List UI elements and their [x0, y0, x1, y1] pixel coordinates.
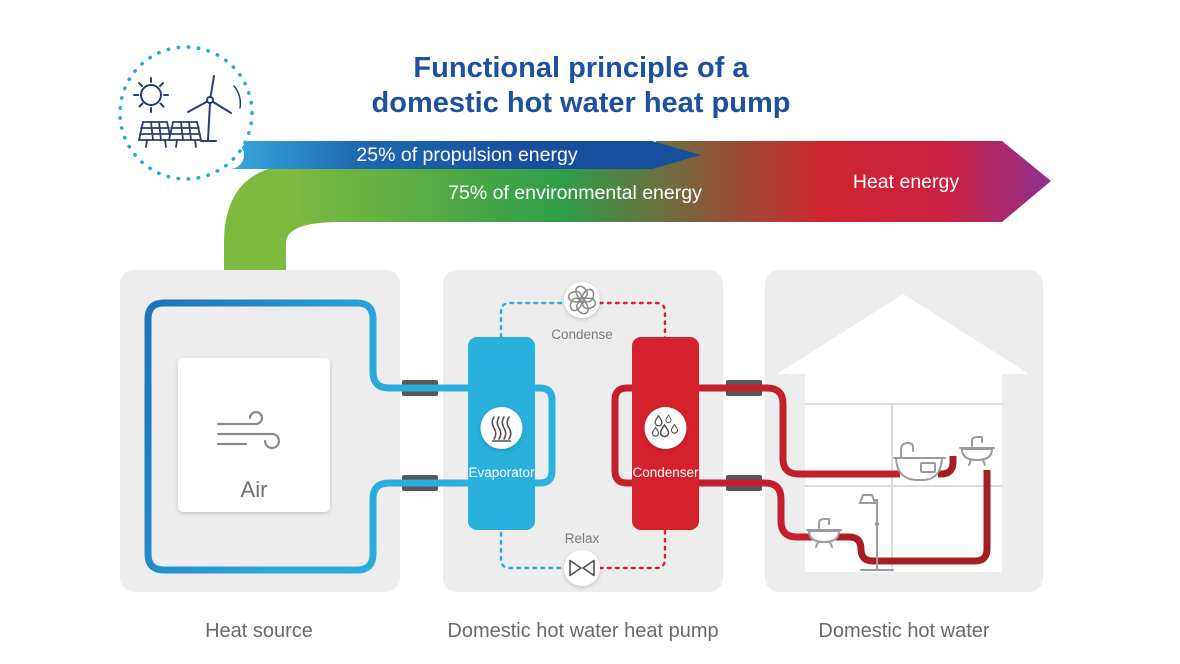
house-roof [777, 294, 1029, 374]
evaporator-label: Evaporator [468, 465, 535, 480]
heat-energy-label: Heat energy [853, 171, 959, 193]
refrigerant-line-hot-top [582, 301, 667, 347]
wind-air-icon [216, 410, 281, 450]
refrigerant-dotted-lines [499, 301, 667, 570]
valve-bowtie [569, 559, 595, 577]
house-room-dividers [805, 403, 1002, 572]
hot-water-pipe-supply [611, 384, 900, 541]
relax-label: Relax [565, 531, 600, 546]
refrigerant-line-hot-bottom [582, 523, 667, 570]
fan-icon [564, 282, 600, 318]
refrigerant-line-cold-top [499, 301, 582, 347]
air-label: Air [241, 477, 268, 502]
page-title-line2: domestic hot water heat pump [372, 87, 791, 119]
shower-icon [858, 494, 894, 571]
propulsion-energy-label: 25% of propulsion energy [356, 144, 577, 166]
renewable-energy-icon [118, 45, 254, 181]
hot-water-pipe-house-run [836, 470, 991, 565]
wind-turbine-icon [187, 75, 242, 142]
bathtub-icon [893, 441, 946, 481]
refrigerant-line-cold-bottom [499, 523, 582, 570]
dotted-circle-border [118, 45, 254, 181]
page-title-line1: Functional principle of a [413, 52, 749, 84]
cold-air-pipe-loop [144, 299, 556, 574]
environmental-energy-label: 75% of environmental energy [448, 182, 702, 204]
hot-water-pipe-sink-stub [938, 456, 957, 478]
heat-pump-caption: Domestic hot water heat pump [447, 620, 718, 642]
solar-panel-icon [137, 121, 203, 148]
house-caption: Domestic hot water [818, 620, 990, 642]
condense-label: Condense [551, 327, 613, 342]
heat-source-caption: Heat source [205, 620, 313, 642]
heat-energy-gradient-arrow [300, 141, 1051, 222]
condenser-label: Condenser [632, 465, 699, 480]
fan-blades [567, 285, 597, 315]
steam-lines-icon [491, 416, 512, 442]
sun-icon [133, 77, 169, 113]
expansion-valve-icon [564, 550, 600, 586]
condensation-droplets-icon [644, 407, 687, 449]
propulsion-energy-arrow [230, 141, 701, 169]
evaporation-icon [480, 407, 523, 449]
